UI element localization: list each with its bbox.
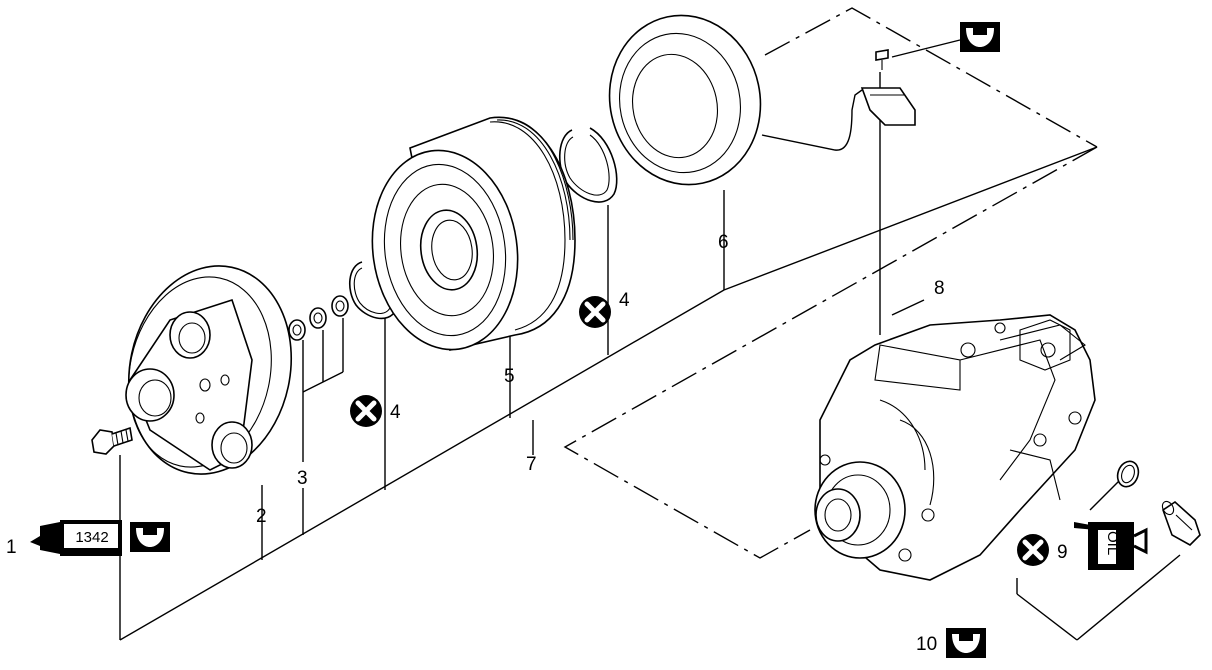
callout-10: 10 <box>916 634 937 655</box>
field-coil <box>608 14 916 186</box>
o-ring <box>1116 460 1140 488</box>
callout-6: 6 <box>718 232 729 253</box>
callout-9: 9 <box>1057 542 1068 563</box>
sealant-code: 1342 <box>75 529 108 546</box>
leader-lines <box>119 39 1181 641</box>
callout-5: 5 <box>504 366 515 387</box>
callout-1: 1 <box>6 537 17 558</box>
bolt <box>91 426 133 455</box>
snap-ring-rear <box>559 127 618 203</box>
x-circle-icon <box>1017 534 1049 566</box>
callout-7: 7 <box>526 454 537 475</box>
armature-plate <box>125 265 293 475</box>
x-circle-icon <box>350 395 382 427</box>
plug-bolt <box>1161 500 1201 546</box>
callout-4: 4 <box>390 402 401 423</box>
oil-label: OIL <box>1104 531 1121 555</box>
sealant-tube-icon <box>30 520 122 556</box>
wrench-icon <box>960 22 1000 52</box>
torque-tag-b: (b) <box>988 639 1010 658</box>
callout-4: 4 <box>619 290 630 311</box>
assembly-boundary <box>563 7 1098 559</box>
wrench-icon <box>130 522 170 552</box>
callout-3: 3 <box>297 468 308 489</box>
oil-can-icon <box>1074 522 1148 570</box>
x-circle-icon <box>579 296 611 328</box>
wrench-icon <box>946 628 986 658</box>
shims <box>288 295 349 341</box>
pulley <box>371 116 576 351</box>
callout-2: 2 <box>256 506 267 527</box>
torque-tag-a: (a) <box>172 534 193 553</box>
torque-tag-c: (c) <box>1002 33 1023 52</box>
callout-8: 8 <box>934 278 945 299</box>
compressor <box>814 314 1096 581</box>
